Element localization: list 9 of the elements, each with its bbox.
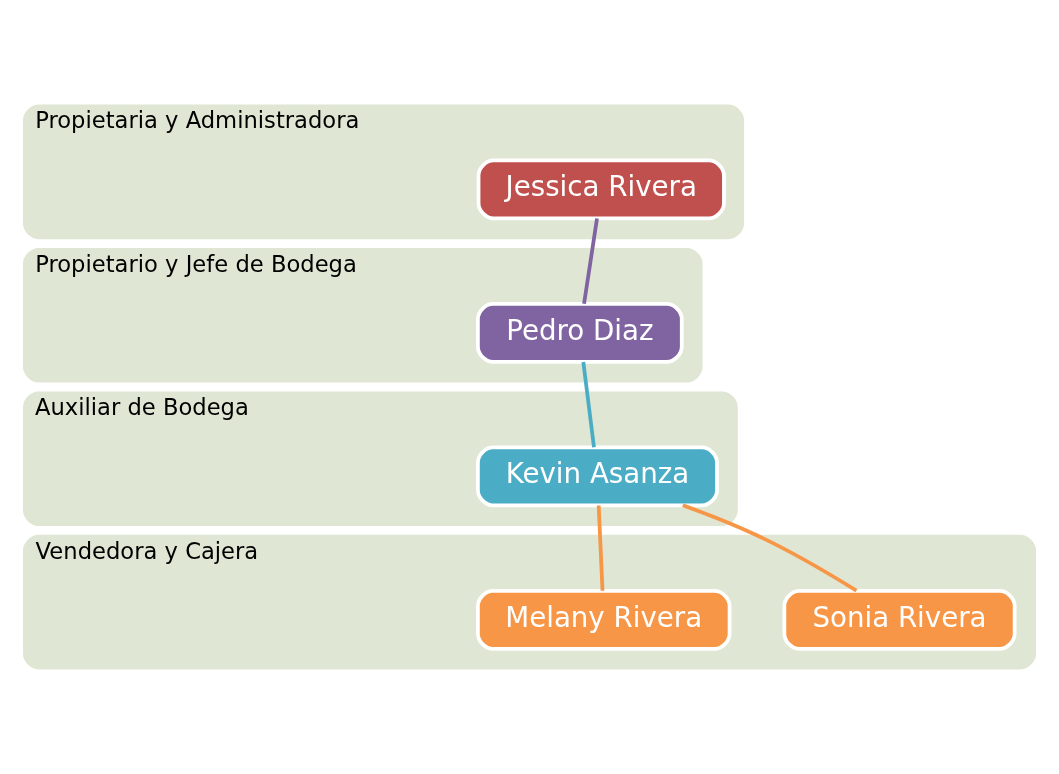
node-box: Jessica Rivera: [476, 158, 726, 221]
node-box: Pedro Diaz: [476, 302, 684, 364]
node-box: Sonia Rivera: [782, 589, 1017, 651]
connector: [581, 361, 596, 448]
connector: [582, 218, 599, 305]
connector: [682, 503, 858, 593]
node-box: Melany Rivera: [476, 589, 732, 651]
node-box: Kevin Asanza: [476, 445, 719, 508]
connector: [596, 505, 605, 591]
